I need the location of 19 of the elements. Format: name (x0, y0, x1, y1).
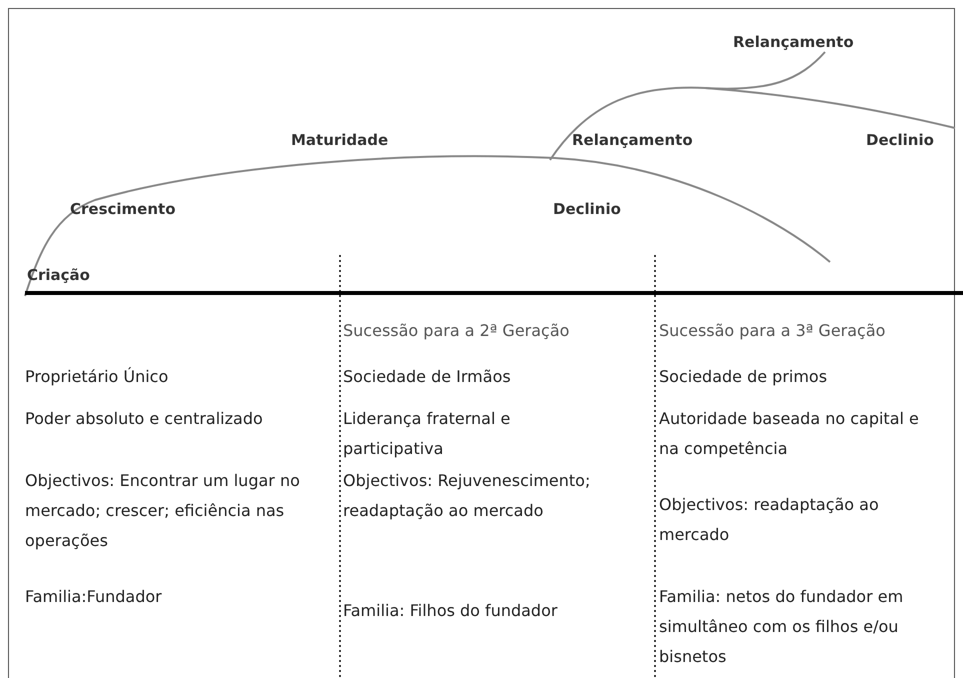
stage-label: Relançamento (572, 131, 693, 149)
description-text: Autoridade baseada no capital e na competência (659, 408, 920, 460)
description-text: Liderança fraternal e participativa (343, 408, 512, 460)
description-text: Poder absoluto e centralizado (25, 408, 264, 430)
column-heading: Sucessão para a 2ª Geração (343, 320, 570, 342)
description-text: Familia:Fundador (25, 586, 163, 608)
column-heading: Sucessão para a 3ª Geração (659, 320, 886, 342)
description-text: Familia: Filhos do fundador (343, 600, 558, 622)
stage-label: Declinio (553, 200, 621, 218)
description-text: Familia: netos do fundador em simultâneo com os filhos e/ou bisnetos (659, 586, 904, 668)
description-text: Objectivos: Encontrar um lugar no mercado; crescer; eficiência nas operações (25, 470, 301, 552)
description-text: Objectivos: Rejuvenescimento; readaptação ao mercado (343, 470, 592, 522)
stage-label: Maturidade (291, 131, 388, 149)
description-text: Sociedade de primos (659, 366, 828, 388)
description-text: Proprietário Único (25, 366, 170, 388)
description-text: Objectivos: readaptação ao mercado (659, 494, 880, 546)
stage-label: Relançamento (733, 33, 854, 51)
stage-label: Declinio (866, 131, 934, 149)
description-text: Sociedade de Irmãos (343, 366, 512, 388)
